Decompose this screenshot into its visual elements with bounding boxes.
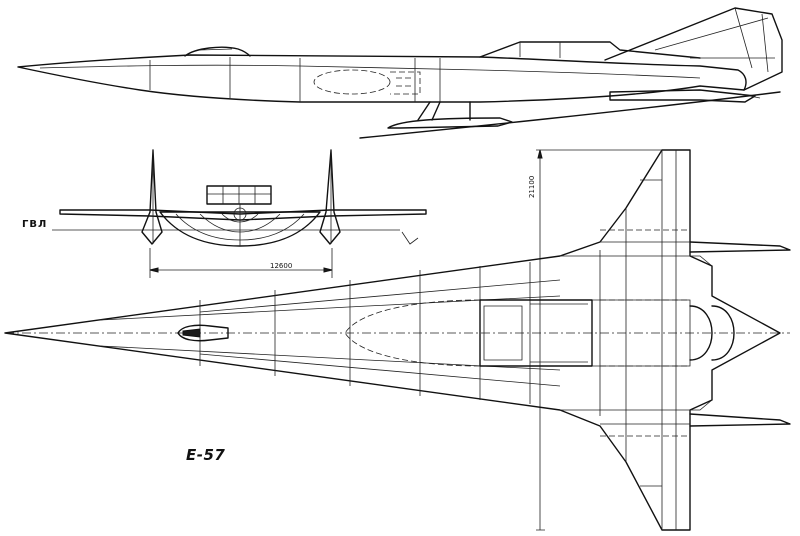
side-wing (479, 41, 701, 59)
side-canopy (184, 46, 251, 57)
ground-line (359, 91, 781, 139)
front-left-fin (141, 149, 163, 245)
waterline-label: ГВЛ (22, 219, 48, 230)
top-engine-bay (479, 299, 593, 367)
span-dimension-line (149, 248, 333, 278)
top-view (4, 149, 791, 531)
side-vertical-tail (604, 7, 783, 91)
top-canopy (177, 324, 229, 342)
side-landing-gear (417, 101, 471, 121)
side-ski (387, 117, 513, 129)
aircraft-designation: Е-57 (186, 446, 226, 464)
side-view (17, 7, 783, 139)
length-dimension-line (536, 149, 662, 531)
front-right-fin (319, 149, 341, 245)
top-fin-upper (689, 241, 791, 253)
length-dimension-label: 21100 (528, 175, 536, 198)
front-view (52, 149, 427, 278)
side-fuselage-outline (17, 54, 747, 103)
top-planform-outline (4, 149, 781, 531)
span-dimension-label: 12600 (270, 262, 293, 270)
top-fin-lower (689, 413, 791, 427)
